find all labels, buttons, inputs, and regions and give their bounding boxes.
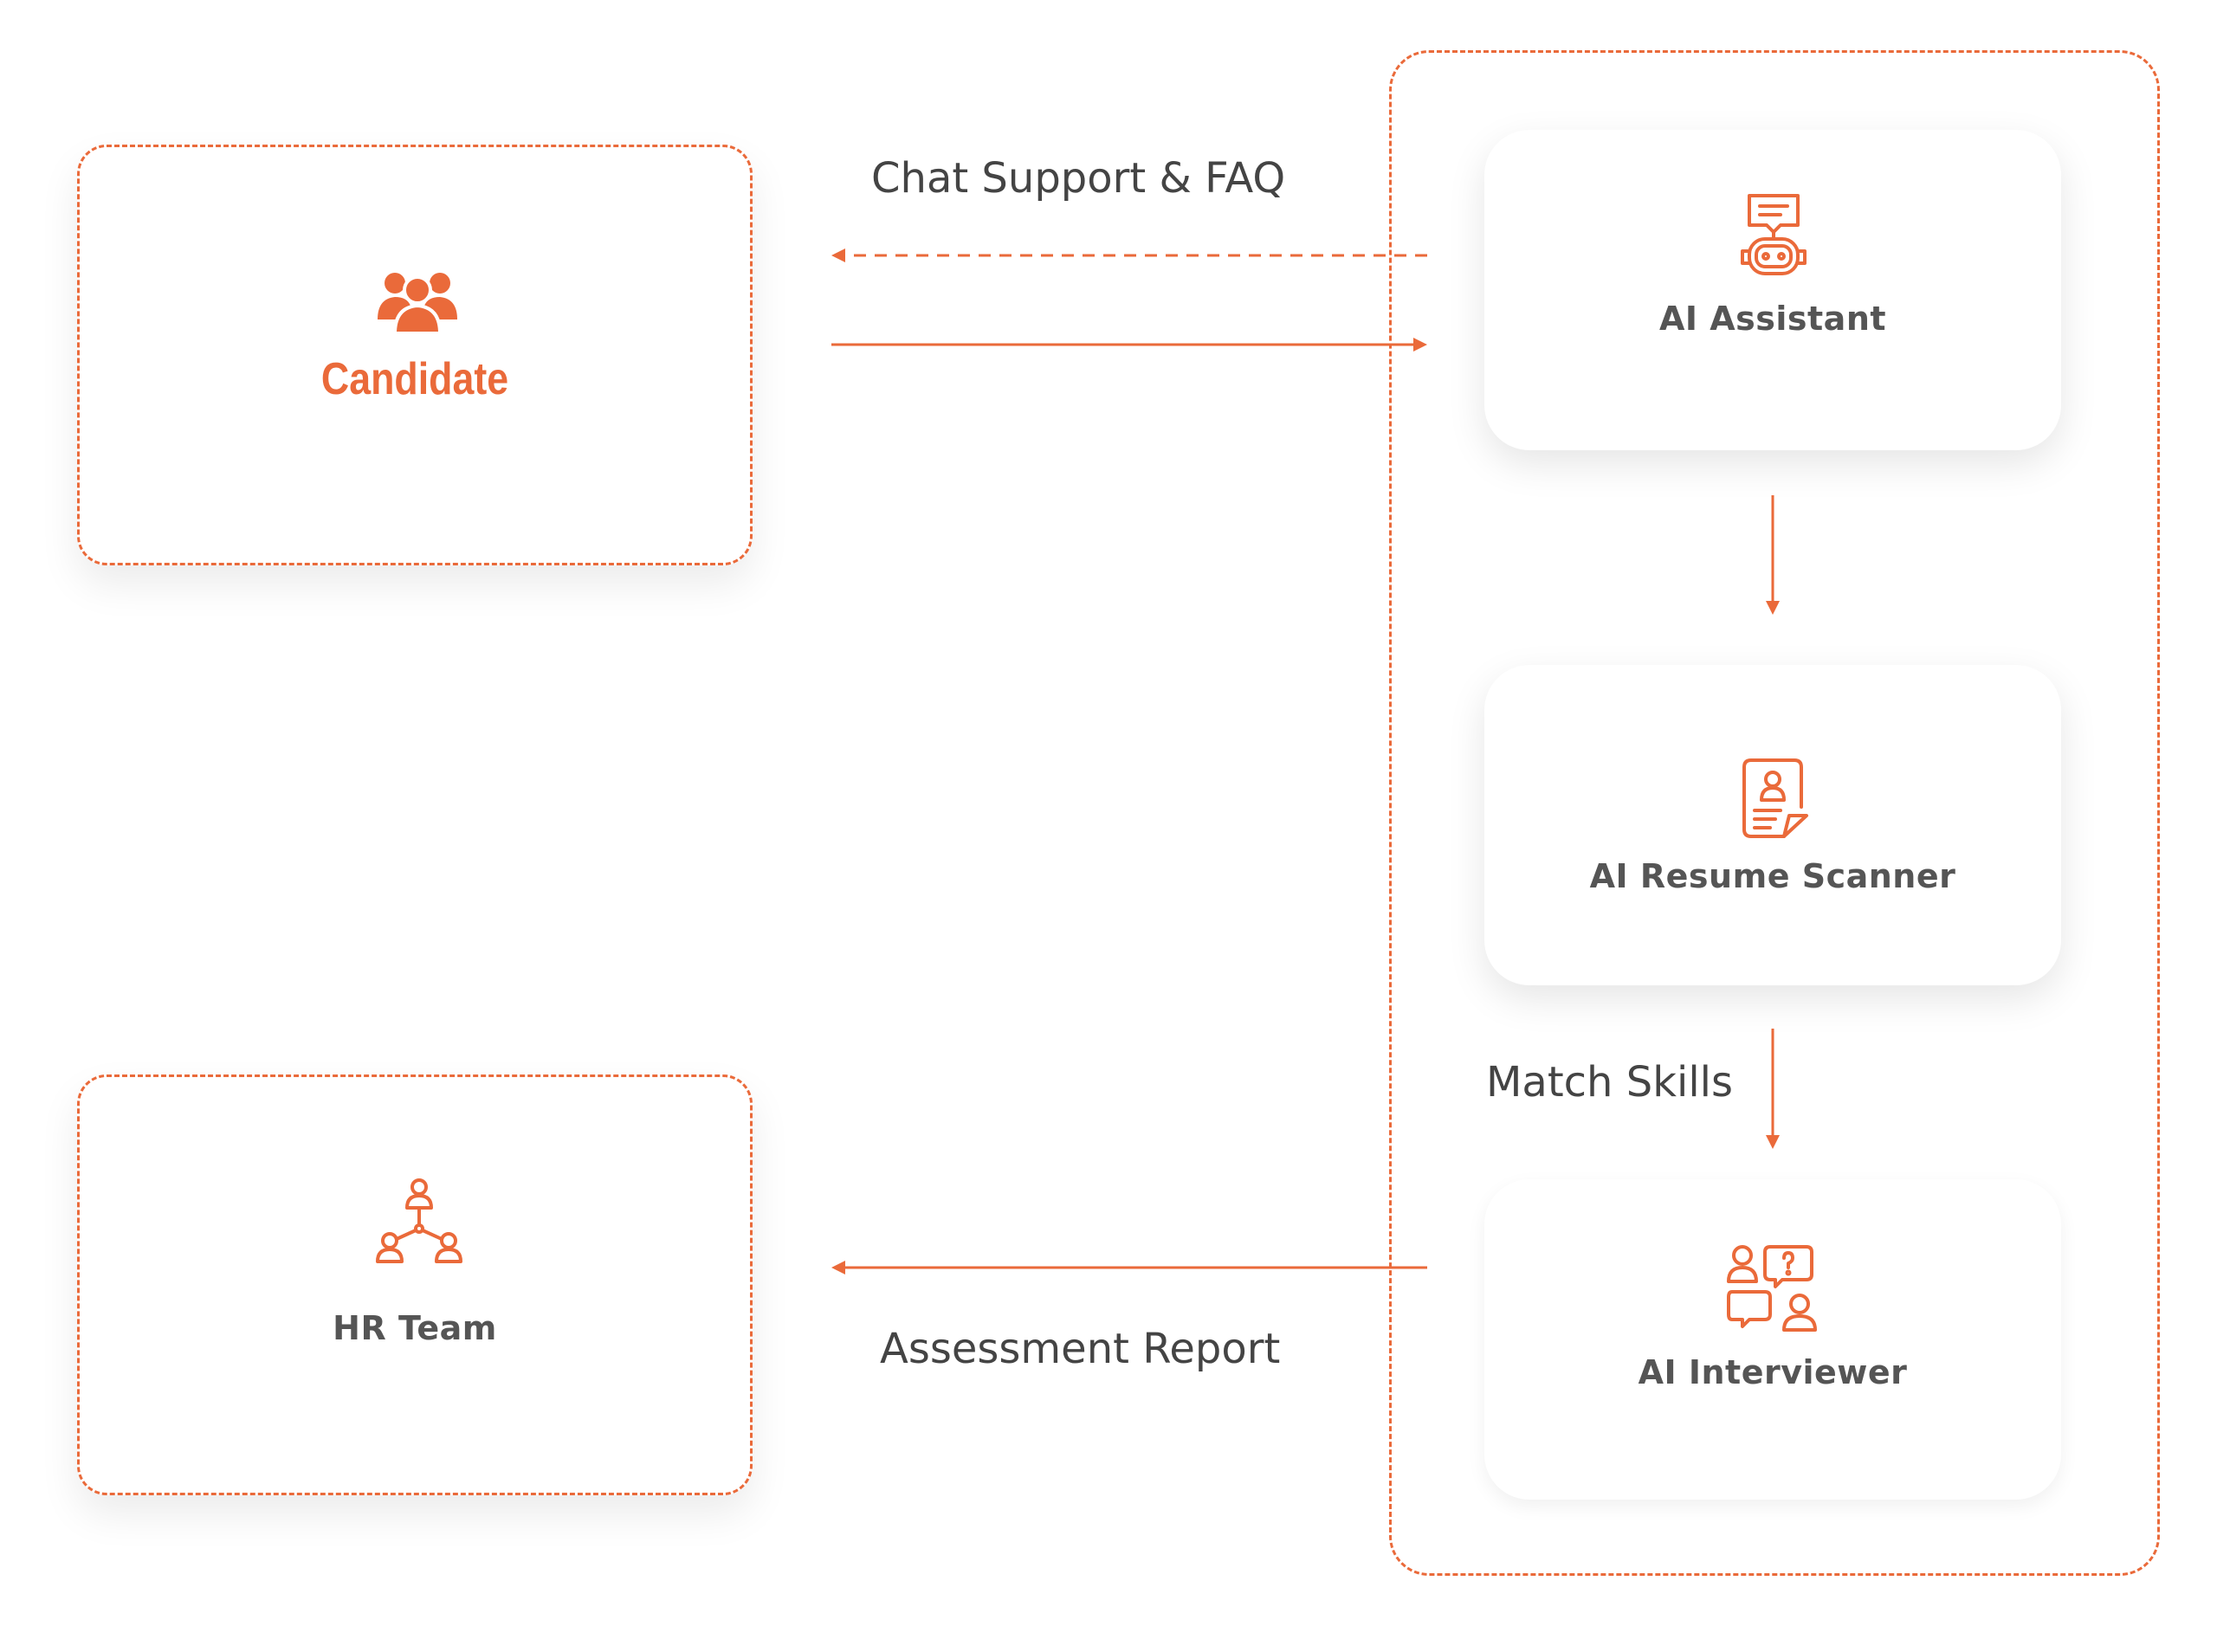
chatbot-robot-icon xyxy=(1741,194,1807,275)
chat-support-label: Chat Support & FAQ xyxy=(871,154,1286,203)
team-hierarchy-icon xyxy=(376,1178,462,1263)
ai-interviewer-card: AI Interviewer xyxy=(1484,1179,2061,1500)
users-group-icon xyxy=(378,273,457,335)
ai-resume-scanner-card: AI Resume Scanner xyxy=(1484,665,2061,985)
ai-assistant-label: AI Assistant xyxy=(1658,300,1887,338)
match-skills-label: Match Skills xyxy=(1486,1058,1733,1107)
candidate-label: Candidate xyxy=(320,354,509,404)
ai-system-container xyxy=(1389,50,2160,1576)
hr-team-label: HR Team xyxy=(333,1309,497,1347)
interview-chat-icon xyxy=(1727,1245,1817,1332)
ai-resume-scanner-label: AI Resume Scanner xyxy=(1589,857,1956,895)
candidate-box: Candidate xyxy=(77,145,753,565)
ai-assistant-card: AI Assistant xyxy=(1484,130,2061,450)
resume-document-icon xyxy=(1742,758,1808,838)
ai-interviewer-label: AI Interviewer xyxy=(1638,1353,1908,1391)
hr-team-box: HR Team xyxy=(77,1074,753,1495)
assessment-report-label: Assessment Report xyxy=(880,1325,1281,1373)
